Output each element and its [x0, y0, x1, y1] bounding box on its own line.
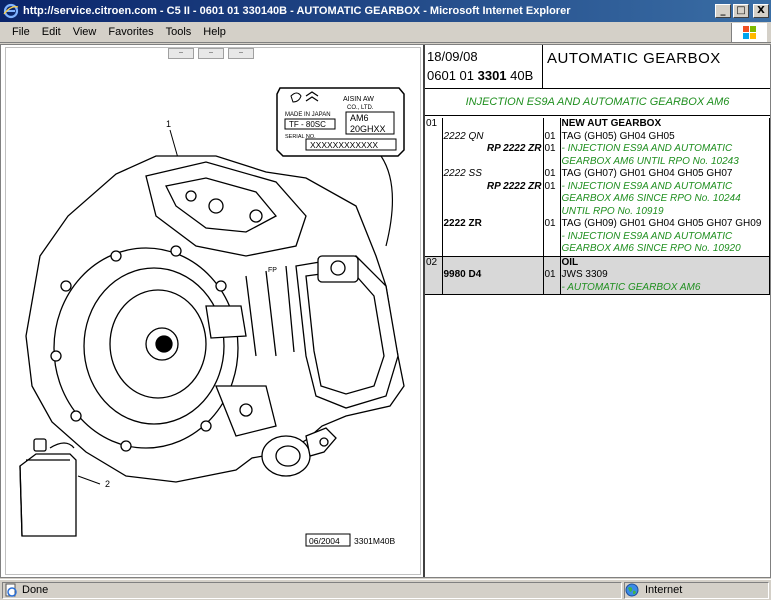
- callout-2: 2: [105, 479, 110, 489]
- drawing-frame: ⎯ ⎯ ⎯ AISIN AW CO., LTD. MADE IN JAPAN A…: [5, 47, 421, 575]
- header-date: 18/09/08: [427, 49, 478, 64]
- plate-maker: AISIN AW: [343, 96, 374, 103]
- menu-edit[interactable]: Edit: [41, 26, 61, 38]
- part-note: - INJECTION ES9A AND AUTOMATIC: [560, 230, 770, 243]
- table-row: - INJECTION ES9A AND AUTOMATIC: [425, 230, 770, 243]
- part-desc: TAG (GH05) GH04 GH05: [560, 130, 770, 143]
- plate-model: AM6: [350, 113, 369, 123]
- internet-zone-icon: [625, 583, 639, 597]
- menu-view[interactable]: View: [72, 26, 97, 38]
- table-row: GEARBOX AM6 SINCE RPO No. 10244: [425, 193, 770, 206]
- table-row: - AUTOMATIC GEARBOX AM6: [425, 281, 770, 295]
- drawing-nav: ⎯ ⎯ ⎯: [168, 48, 254, 59]
- windows-logo-icon: [731, 23, 767, 42]
- menu-favorites[interactable]: Favorites: [108, 26, 154, 38]
- part-ref[interactable]: 2222 QN: [442, 130, 544, 143]
- part-note: UNTIL RPO No. 10919: [560, 205, 770, 218]
- id-plate: AISIN AW CO., LTD. MADE IN JAPAN AM6 20G…: [276, 87, 405, 157]
- part-note: GEARBOX AM6 SINCE RPO No. 10920: [560, 243, 770, 257]
- part-note: - INJECTION ES9A AND AUTOMATIC: [560, 180, 770, 193]
- part-note: GEARBOX AM6 UNTIL RPO No. 10243: [560, 155, 770, 168]
- group-title: OIL: [560, 256, 770, 269]
- table-row[interactable]: 2222 ZR 01 TAG (GH09) GH01 GH04 GH05 GH0…: [425, 218, 770, 231]
- gearbox-drawing[interactable]: AISIN AW CO., LTD. MADE IN JAPAN AM6 20G…: [6, 56, 420, 574]
- page-done-icon: [5, 583, 17, 597]
- table-row: 02 OIL: [425, 256, 770, 269]
- header-ref-bold: 3301: [477, 68, 507, 83]
- part-qty: 01: [543, 269, 561, 282]
- table-row: GEARBOX AM6 SINCE RPO No. 10920: [425, 243, 770, 257]
- group-number: 01: [425, 118, 443, 131]
- table-row[interactable]: 9980 D4 01 JWS 3309: [425, 269, 770, 282]
- parts-header: 18/09/08 0601 01 3301 40B AUTOMATIC GEAR…: [425, 45, 770, 89]
- status-bar: Done Internet: [0, 579, 771, 600]
- table-row: GEARBOX AM6 UNTIL RPO No. 10243: [425, 155, 770, 168]
- callout-1: 1: [166, 119, 171, 129]
- subheader: INJECTION ES9A AND AUTOMATIC GEARBOX AM6: [425, 90, 770, 116]
- part-qty: 01: [543, 143, 561, 156]
- nav-zoom-icon[interactable]: ⎯: [198, 48, 224, 59]
- svg-text:FP: FP: [268, 267, 277, 274]
- part-ref[interactable]: 2222 ZR: [442, 218, 544, 231]
- part-ref[interactable]: RP 2222 ZR: [442, 180, 544, 193]
- status-text: Done: [22, 584, 49, 596]
- part-ref[interactable]: RP 2222 ZR: [442, 143, 544, 156]
- table-row: 01 NEW AUT GEARBOX: [425, 118, 770, 131]
- menu-tools[interactable]: Tools: [165, 26, 192, 38]
- part-ref[interactable]: 9980 D4: [442, 269, 544, 282]
- plate-made-in: MADE IN JAPAN: [285, 112, 331, 118]
- part-qty: 01: [543, 218, 561, 231]
- nav-next-icon[interactable]: ⎯: [228, 48, 254, 59]
- header-ref: 0601 01 3301 40B: [427, 68, 533, 83]
- header-ref-suffix: 40B: [506, 68, 534, 83]
- table-row[interactable]: 2222 QN 01 TAG (GH05) GH04 GH05: [425, 130, 770, 143]
- zone-text: Internet: [645, 584, 683, 596]
- part-note: - AUTOMATIC GEARBOX AM6: [560, 281, 770, 295]
- part-ref[interactable]: 2222 SS: [442, 168, 544, 181]
- parts-frame: 18/09/08 0601 01 3301 40B AUTOMATIC GEAR…: [425, 45, 770, 577]
- parts-table: 01 NEW AUT GEARBOX 2222 QN 01 TAG (GH05)…: [425, 118, 770, 295]
- plate-code2: 20GHXX: [350, 124, 386, 134]
- header-ref-prefix: 0601 01: [427, 68, 478, 83]
- part-note: GEARBOX AM6 SINCE RPO No. 10244: [560, 193, 770, 206]
- part-desc: TAG (GH07) GH01 GH04 GH05 GH07: [560, 168, 770, 181]
- plate-maker2: CO., LTD.: [347, 105, 374, 111]
- drawing-footer-date: 06/2004: [309, 536, 340, 546]
- part-desc: JWS 3309: [560, 269, 770, 282]
- part-qty: 01: [543, 180, 561, 193]
- table-row[interactable]: 2222 SS 01 TAG (GH07) GH01 GH04 GH05 GH0…: [425, 168, 770, 181]
- part-desc: TAG (GH09) GH01 GH04 GH05 GH07 GH09: [560, 218, 770, 231]
- gearbox-body: FP: [25, 155, 405, 483]
- close-button[interactable]: X: [753, 4, 769, 18]
- menu-help[interactable]: Help: [203, 26, 226, 38]
- group-number: 02: [425, 256, 443, 269]
- table-row: UNTIL RPO No. 10919: [425, 205, 770, 218]
- frame-divider[interactable]: [423, 45, 425, 577]
- maximize-button[interactable]: □: [733, 4, 749, 18]
- table-row[interactable]: RP 2222 ZR 01 - INJECTION ES9A AND AUTOM…: [425, 180, 770, 193]
- page-title: AUTOMATIC GEARBOX: [547, 50, 721, 67]
- window-title: http://service.citroen.com - C5 II - 060…: [23, 5, 571, 17]
- nav-prev-icon[interactable]: ⎯: [168, 48, 194, 59]
- drawing-footer-ref: 3301M40B: [354, 536, 395, 546]
- internet-explorer-icon: [3, 3, 19, 19]
- title-bar: http://service.citroen.com - C5 II - 060…: [0, 0, 771, 22]
- table-row[interactable]: RP 2222 ZR 01 - INJECTION ES9A AND AUTOM…: [425, 143, 770, 156]
- plate-serial: XXXXXXXXXXXX: [310, 140, 378, 150]
- menu-file[interactable]: File: [12, 26, 30, 38]
- part-qty: 01: [543, 130, 561, 143]
- plate-serial-title: SERIAL NO.: [285, 134, 316, 140]
- plate-code1: TF - 80SC: [289, 120, 326, 129]
- group-title: NEW AUT GEARBOX: [560, 118, 770, 131]
- minimize-button[interactable]: _: [715, 4, 731, 18]
- header-separator: [542, 45, 543, 89]
- menu-bar: File Edit View Favorites Tools Help: [0, 22, 771, 43]
- oil-can: [19, 438, 77, 537]
- part-note: - INJECTION ES9A AND AUTOMATIC: [560, 143, 770, 156]
- part-qty: 01: [543, 168, 561, 181]
- browser-content: ⎯ ⎯ ⎯ AISIN AW CO., LTD. MADE IN JAPAN A…: [0, 44, 771, 578]
